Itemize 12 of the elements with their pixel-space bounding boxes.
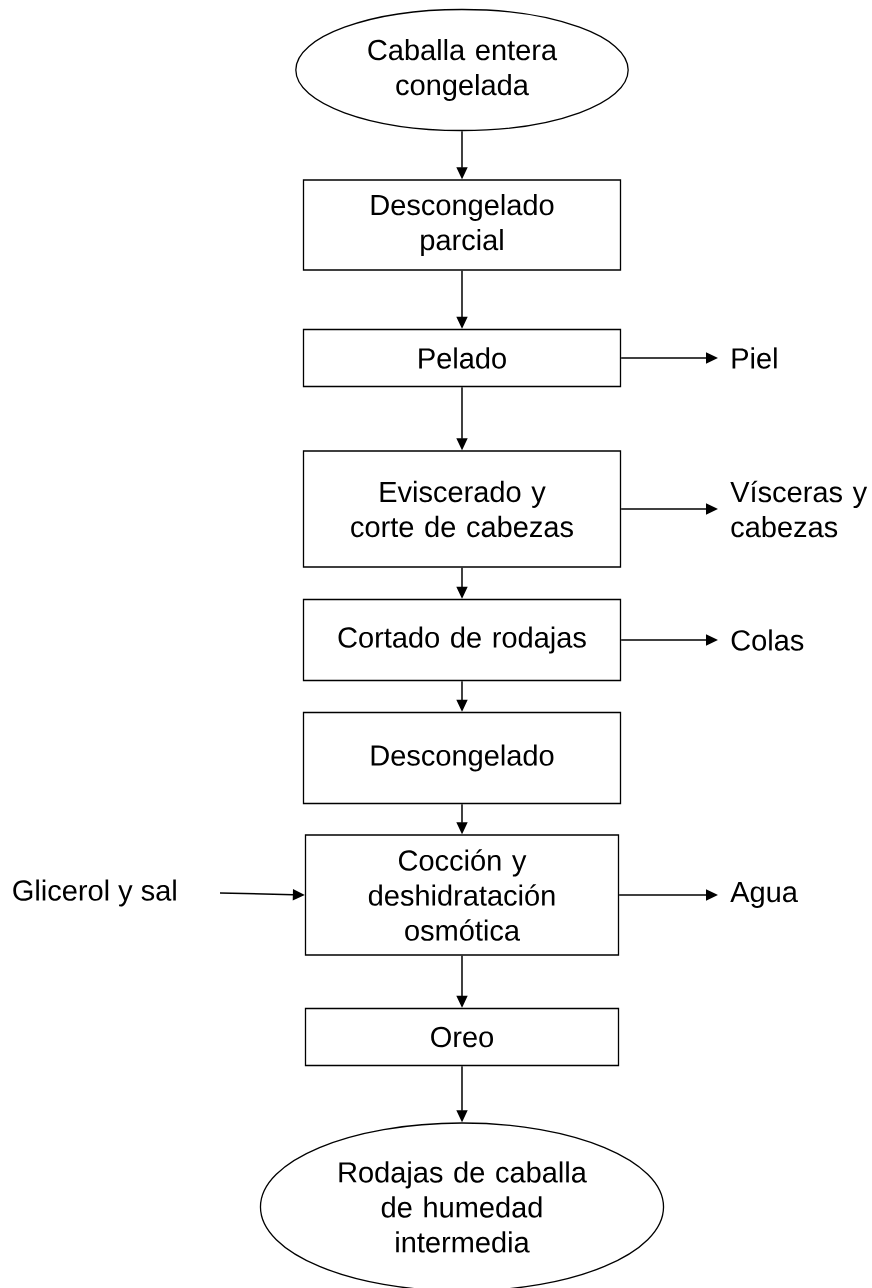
output-label: Vísceras y cabezas: [730, 480, 868, 538]
process-box: Descongelado parcial: [302, 179, 622, 271]
output-label: Colas: [731, 629, 804, 651]
output-label: Piel: [732, 347, 777, 369]
output-label: Agua: [730, 882, 798, 908]
process-box: Cocción y deshidratación osmótica: [304, 834, 620, 956]
input-label: Glicerol y sal: [13, 879, 176, 907]
process-box: Descongelado: [302, 711, 622, 805]
process-box: Pelado: [302, 328, 622, 388]
process-box: Cortado de rodajas: [302, 598, 622, 682]
process-box: Eviscerado y corte de cabezas: [302, 450, 622, 568]
process-box: Oreo: [304, 1007, 620, 1067]
